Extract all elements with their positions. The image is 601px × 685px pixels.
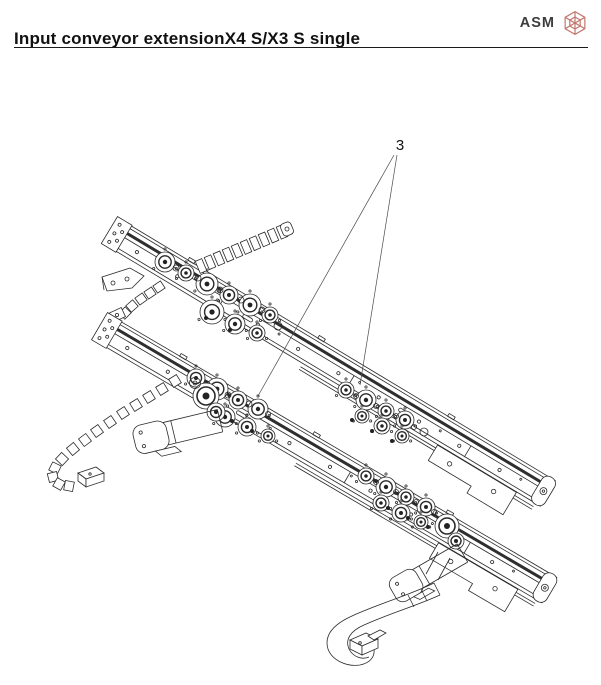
drag-chain-upper-left [118,280,166,320]
pulley-cluster-upper-left [152,247,283,342]
motor-right [388,543,469,603]
drag-chain-lower-left-end [77,466,105,488]
callout-label: 3 [396,137,404,154]
brand-name: ASM [519,15,555,31]
callout-leader-line-right [359,154,398,386]
mount-bracket-upper-left [101,267,145,292]
drag-chain-lower-left [46,374,182,493]
conveyor-assembly-figure [46,215,558,666]
drag-chain-bottom-loop [326,582,441,666]
drag-chain-upper-right [194,223,289,274]
callout-3: 3 [257,137,404,397]
header-rule [14,47,588,48]
motor-left [132,409,224,457]
asm-logo-icon [564,11,586,35]
callout-leader-line-left [257,154,395,397]
drag-chain-upper-right-end [280,221,294,237]
page-title: Input conveyor extensionX4 S/X3 S single [14,29,361,48]
pulley-cluster-lower-right [354,463,438,530]
conveyor-rail-lower [90,312,558,613]
gearbox-left [189,377,226,422]
pulley-cluster-upper-right [334,377,429,444]
brand: ASM [520,10,588,36]
gearbox-right [425,513,465,581]
